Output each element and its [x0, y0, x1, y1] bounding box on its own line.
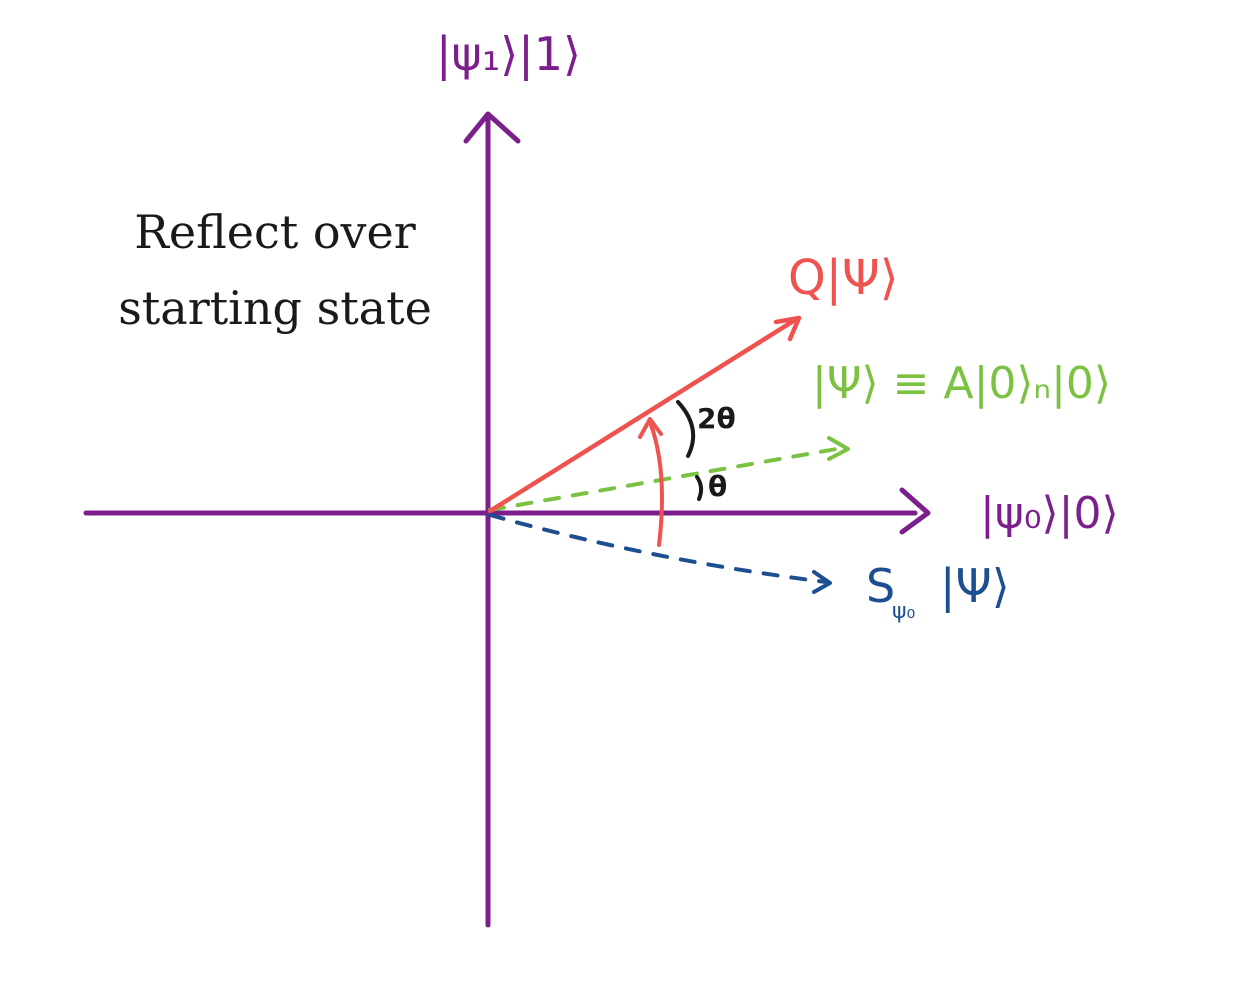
two-theta-label: 2θ: [697, 402, 736, 435]
rotation-arc-path: [648, 420, 664, 547]
rotation-arc: [638, 417, 664, 547]
s-psi0-label-s: S: [866, 559, 895, 613]
psi-vector-line: [488, 446, 844, 512]
psi-label: |Ψ⟩ ≡ A|0⟩ₙ|0⟩: [812, 358, 1111, 409]
s-psi0-label-subscript: ψ₀: [892, 599, 916, 624]
theta-bracket: [695, 475, 704, 501]
x-axis-arrowhead: [899, 487, 931, 535]
s-psi0-vector-arrowhead: [812, 570, 832, 594]
s-psi0-vector-line: [488, 513, 828, 584]
psi-vector: [488, 436, 850, 512]
theta-label: θ: [708, 470, 727, 503]
caption-line-2: starting state: [118, 281, 432, 335]
caption-line-1: Reflect over: [134, 205, 416, 259]
q-psi-vector-arrowhead: [773, 315, 802, 342]
q-psi-vector-line: [487, 317, 798, 514]
y-axis-label: |ψ₁⟩|1⟩: [436, 27, 581, 82]
y-axis-arrowhead: [463, 111, 521, 144]
q-psi-vector: [487, 315, 802, 514]
x-axis-label: |ψ₀⟩|0⟩: [980, 488, 1119, 539]
rotation-arc-arrowhead: [638, 417, 663, 439]
angle-marks: [676, 400, 704, 501]
psi-vector-arrowhead: [827, 436, 850, 461]
axes: [83, 111, 931, 928]
caption: Reflect over starting state: [118, 205, 432, 335]
s-psi0-label: S ψ₀ |Ψ⟩: [866, 559, 1010, 624]
two-theta-bracket: [676, 400, 696, 458]
s-psi0-label-ket: |Ψ⟩: [940, 559, 1010, 614]
q-psi-label: Q|Ψ⟩: [788, 250, 898, 306]
s-psi0-vector: [488, 513, 832, 594]
